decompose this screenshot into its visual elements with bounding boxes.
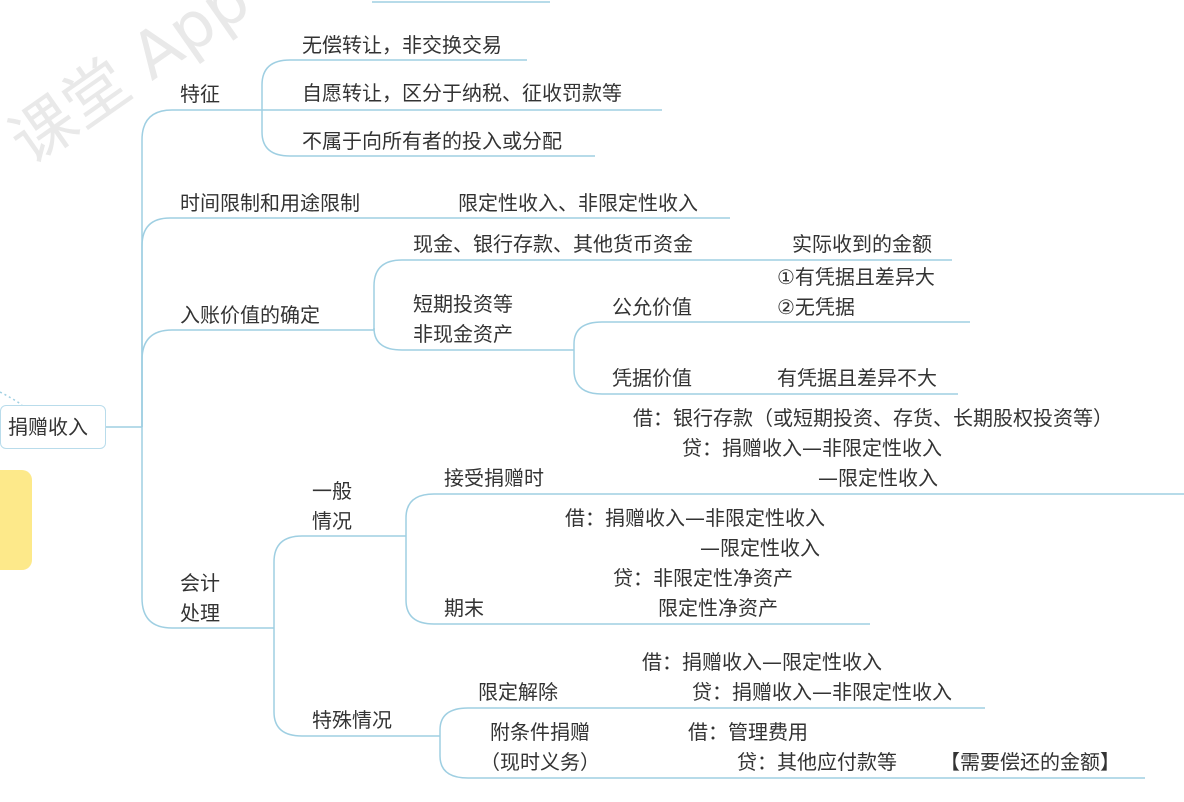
conditional-debit: 借：管理费用	[688, 720, 808, 744]
node-period-end[interactable]: 期末	[444, 596, 484, 620]
feature-item[interactable]: 自愿转让，区分于纳税、征收罚款等	[302, 81, 622, 105]
side-tab[interactable]	[0, 470, 32, 570]
node-special[interactable]: 特殊情况	[312, 708, 392, 732]
period-end-credit1: 贷：非限定性净资产	[613, 566, 793, 590]
fair-value-cond1[interactable]: ①有凭据且差异大	[777, 265, 935, 289]
node-receive[interactable]: 接受捐赠时	[444, 466, 544, 490]
root-label: 捐赠收入	[8, 415, 88, 439]
valuation-cash[interactable]: 现金、银行存款、其他货币资金	[413, 232, 693, 256]
receive-entry-credit2: —限定性收入	[818, 466, 938, 490]
period-end-credit2: 限定性净资产	[658, 596, 778, 620]
voucher-value-cond[interactable]: 有凭据且差异不大	[777, 366, 937, 390]
conditional-note: 【需要偿还的金额】	[940, 750, 1120, 774]
feature-item[interactable]: 无偿转让，非交换交易	[302, 33, 502, 57]
node-valuation[interactable]: 入账价值的确定	[180, 303, 320, 327]
node-general-line1[interactable]: 一般	[312, 479, 352, 503]
receive-entry-debit: 借：银行存款（或短期投资、存货、长期股权投资等）	[633, 406, 1113, 430]
node-conditional-line1[interactable]: 附条件捐赠	[490, 720, 590, 744]
release-debit: 借：捐赠收入—限定性收入	[642, 650, 882, 674]
conditional-credit: 贷：其他应付款等	[737, 750, 897, 774]
root-node[interactable]	[0, 405, 106, 449]
feature-item[interactable]: 不属于向所有者的投入或分配	[302, 129, 562, 153]
node-general-line2[interactable]: 情况	[312, 509, 352, 533]
node-restriction[interactable]: 时间限制和用途限制	[180, 191, 360, 215]
node-features[interactable]: 特征	[180, 82, 220, 106]
period-end-debit1: 借：捐赠收入—非限定性收入	[565, 506, 825, 530]
restriction-value[interactable]: 限定性收入、非限定性收入	[458, 191, 698, 215]
release-credit: 贷：捐赠收入—非限定性收入	[692, 680, 952, 704]
valuation-noncash-line1[interactable]: 短期投资等	[413, 292, 513, 316]
node-accounting-line1[interactable]: 会计	[180, 571, 220, 595]
node-accounting-line2[interactable]: 处理	[180, 601, 220, 625]
node-conditional-line2[interactable]: （现时义务）	[480, 750, 600, 774]
fair-value-cond2[interactable]: ②无凭据	[777, 295, 855, 319]
node-release[interactable]: 限定解除	[478, 680, 558, 704]
receive-entry-credit: 贷：捐赠收入—非限定性收入	[682, 436, 942, 460]
valuation-noncash-line2[interactable]: 非现金资产	[413, 322, 513, 346]
period-end-debit2: —限定性收入	[700, 536, 820, 560]
voucher-value-node[interactable]: 凭据价值	[612, 366, 692, 390]
valuation-cash-value[interactable]: 实际收到的金额	[792, 232, 932, 256]
fair-value-node[interactable]: 公允价值	[612, 295, 692, 319]
